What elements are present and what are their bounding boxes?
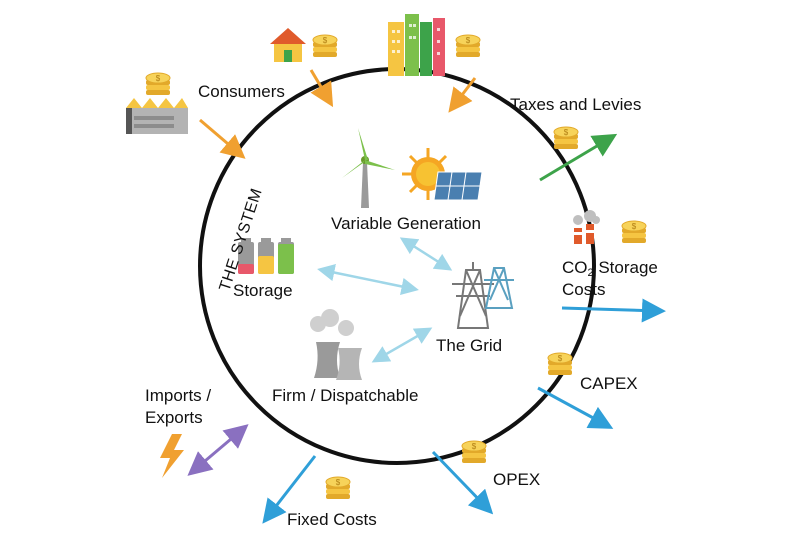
storage-grid-arrow — [317, 263, 419, 296]
house-icon — [270, 28, 306, 62]
pylon-icon — [452, 262, 494, 329]
capex-label: CAPEX — [580, 374, 638, 393]
consumers-arrow-top — [309, 69, 334, 108]
imports-label: Imports / — [145, 386, 212, 405]
buildings-icon — [388, 14, 445, 76]
consumers-arrow-right — [448, 77, 477, 113]
pylon-icon — [484, 267, 514, 309]
variable-generation-label: Variable Generation — [331, 214, 481, 233]
lightning-icon — [160, 434, 184, 478]
consumers-label: Consumers — [198, 82, 285, 101]
factory-icon — [126, 98, 188, 134]
coin-icon — [461, 440, 487, 464]
coin-icon — [621, 220, 647, 244]
coin-icon — [325, 476, 351, 500]
coin-icon — [455, 34, 481, 58]
the-grid-label: The Grid — [436, 336, 503, 355]
cooling-tower-icon — [310, 309, 362, 380]
fixed-costs-label: Fixed Costs — [287, 510, 377, 529]
generation-grid-arrow — [399, 237, 453, 271]
co2-storage-label: CO2 Storage — [562, 258, 658, 279]
smokestack-icon — [573, 210, 600, 244]
storage-label: Storage — [233, 281, 293, 300]
imports-exports-arrow — [187, 424, 249, 476]
capex-arrow — [537, 386, 614, 429]
consumers-arrow-left — [199, 118, 246, 159]
wind-turbine-icon — [342, 128, 395, 208]
taxes-arrow — [539, 133, 618, 182]
co2-storage-arrow — [561, 298, 666, 323]
solar-panel-icon — [433, 171, 483, 201]
coin-icon — [547, 352, 573, 376]
opex-label: OPEX — [493, 470, 541, 489]
sun-icon — [402, 148, 454, 200]
battery-icon — [238, 238, 294, 274]
costs-label: Costs — [562, 280, 606, 299]
opex-arrow — [431, 450, 494, 515]
exports-label: Exports — [145, 408, 203, 427]
taxes-and-levies-label: Taxes and Levies — [510, 95, 642, 114]
firm-dispatchable-label: Firm / Dispatchable — [272, 386, 419, 405]
coin-icon — [312, 34, 338, 58]
coin-icon — [553, 126, 579, 150]
firm-grid-arrow — [371, 327, 433, 363]
coin-icon — [145, 72, 171, 96]
fixed-costs-arrow — [262, 455, 317, 524]
